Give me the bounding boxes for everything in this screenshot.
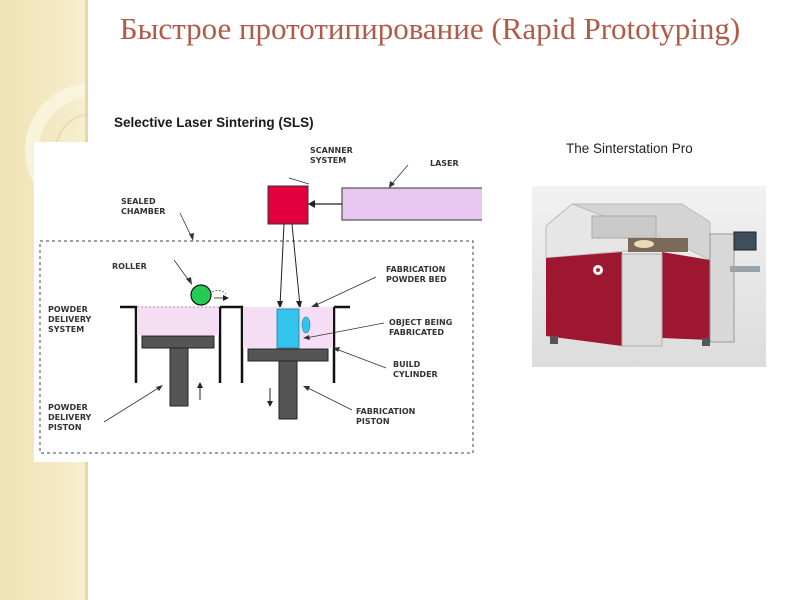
object-being-fabricated (276, 308, 300, 349)
fabrication-walls (220, 305, 244, 383)
laser-box (341, 187, 482, 221)
sls-diagram: SCANNER SYSTEM LASER SEALED CHAMBER ROLL… (34, 142, 482, 462)
label-laser: LASER (430, 159, 459, 168)
powder-delivery-piston (169, 347, 189, 407)
photo-caption: The Sinterstation Pro (566, 141, 693, 156)
label-powder-delivery-system: POWDER DELIVERY SYSTEM (48, 305, 94, 334)
diagram-heading: Selective Laser Sintering (SLS) (114, 115, 314, 130)
sealed-chamber-box (39, 240, 474, 454)
slide-title: Быстрое прототипирование (Rapid Prototyp… (119, 11, 741, 46)
red-dot-icon (596, 268, 600, 272)
label-fabrication-powder-bed: FABRICATION POWDER BED (386, 265, 448, 284)
sls-diagram-svg: SCANNER SYSTEM LASER SEALED CHAMBER ROLL… (39, 146, 482, 454)
fabrication-platform (247, 348, 329, 362)
scanner-system-box (267, 185, 309, 225)
label-scanner-system: SCANNER SYSTEM (310, 146, 356, 165)
powder-delivery-platform (141, 335, 215, 349)
sinterstation-illustration (532, 186, 766, 367)
scan-beam-left (279, 223, 285, 307)
fabrication-piston (278, 360, 298, 420)
label-roller: ROLLER (112, 262, 147, 271)
label-object-being-fabricated: OBJECT BEING FABRICATED (389, 318, 455, 337)
sinterstation-photo (532, 186, 766, 367)
powder-delivery-powder (137, 307, 219, 335)
label-fabrication-piston: FABRICATION PISTON (356, 407, 418, 426)
machine-red-base (546, 252, 622, 346)
powder-delivery-walls (120, 305, 138, 383)
label-build-cylinder: BUILD CYLINDER (393, 360, 438, 379)
scan-beam-right (291, 223, 301, 307)
roller (190, 284, 212, 306)
label-sealed-chamber: SEALED CHAMBER (121, 197, 165, 216)
label-powder-delivery-piston: POWDER DELIVERY PISTON (48, 403, 94, 432)
